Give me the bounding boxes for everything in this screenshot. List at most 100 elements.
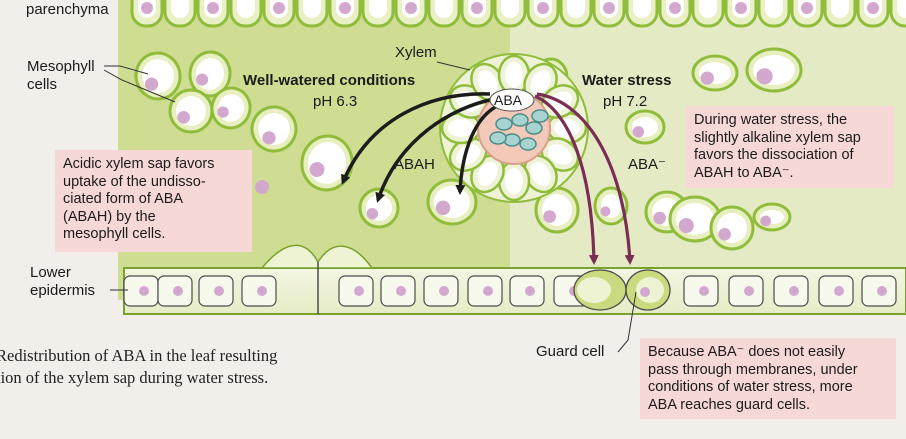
mesophyll-cell xyxy=(210,86,252,130)
parenchyma-label: parenchyma xyxy=(26,1,109,18)
palisade-cell xyxy=(790,0,824,28)
caption-line-1: Redistribution of ABA in the leaf result… xyxy=(0,346,278,365)
leader-lines xyxy=(103,61,637,353)
alkaline-note-line: slightly alkaline xylem sap xyxy=(694,129,861,146)
guard-cell-label: Guard cell xyxy=(536,343,605,360)
mesophyll-cell xyxy=(134,51,182,101)
mesophyll-cell xyxy=(709,205,755,251)
xylem-vessel xyxy=(525,121,543,135)
membranes-note: Because ABA⁻ does not easily pass throug… xyxy=(640,338,896,419)
palisade-cell xyxy=(196,0,230,28)
xylem-vessel xyxy=(503,133,521,147)
epidermis-cell xyxy=(123,275,159,307)
mesophyll-cell xyxy=(188,50,232,98)
abah-arrow-2 xyxy=(375,97,495,203)
mesophyll-cell xyxy=(745,47,803,93)
bundle-sheath-cell xyxy=(448,137,488,172)
mesophyll-cell xyxy=(624,109,666,145)
aba-minus-arrow-2 xyxy=(536,92,635,265)
alkaline-note: During water stress, the slightly alkali… xyxy=(686,106,894,188)
palisade-cell xyxy=(856,0,890,28)
epidermis-cell xyxy=(338,275,374,307)
bundle-sheath-cell xyxy=(497,54,531,96)
palisade-cell xyxy=(295,0,329,28)
mesophyll-cell xyxy=(168,88,214,134)
palisade-cell xyxy=(625,0,659,28)
xylem-vessel xyxy=(489,131,507,145)
mesophyll-cell xyxy=(691,54,739,92)
xylem-vessel xyxy=(519,137,537,151)
palisade-cell xyxy=(328,0,362,28)
loose-organelle xyxy=(255,180,269,194)
mesophyll-cell xyxy=(300,134,354,192)
water-stress-ph: pH 7.2 xyxy=(603,93,648,110)
acidic-note-line: Acidic xylem sap favors xyxy=(63,156,215,172)
palisade-cell xyxy=(130,0,164,28)
aba-minus-arrows xyxy=(534,92,635,265)
abah-label: ABAH xyxy=(394,156,435,173)
membranes-note-line: ABA reaches guard cells. xyxy=(648,396,811,413)
guard-cell-right xyxy=(625,269,671,311)
epidermis-cell xyxy=(818,275,854,307)
palisade-cell xyxy=(427,0,461,28)
caption-line-2: tion of the xylem sap during water stres… xyxy=(0,368,269,387)
bundle-sheath-cell xyxy=(470,62,505,102)
abah-arrow-1 xyxy=(341,92,491,185)
xylem-label: Xylem xyxy=(395,44,437,61)
membranes-note-line: Because ABA⁻ does not easily xyxy=(648,344,846,360)
mesophyll-cell xyxy=(752,202,792,232)
palisade-cell xyxy=(757,0,791,28)
epidermis-cell xyxy=(683,275,719,307)
alkaline-note-line: ABAH to ABA⁻. xyxy=(694,164,794,181)
epidermis-cell xyxy=(198,275,234,307)
aba-minus-arrow-1 xyxy=(534,94,599,265)
epidermis-cell xyxy=(157,275,193,307)
aba-minus-label: ABA⁻ xyxy=(628,156,666,173)
palisade-cell xyxy=(592,0,626,28)
water-stress-title: Water stress xyxy=(582,72,672,89)
palisade-cell xyxy=(229,0,263,28)
epidermis-cell xyxy=(509,275,545,307)
palisade-cell xyxy=(658,0,692,28)
aba-ellipse xyxy=(489,88,535,112)
mesophyll-cells xyxy=(134,47,803,251)
epidermis-cell xyxy=(467,275,503,307)
palisade-cell xyxy=(889,0,906,28)
palisade-cell xyxy=(691,0,725,28)
mesophyll-cell xyxy=(668,195,722,243)
palisade-cell xyxy=(460,0,494,28)
bundle-sheath-cell xyxy=(497,160,531,202)
palisade-cell xyxy=(394,0,428,28)
palisade-cell xyxy=(724,0,758,28)
palisade-cell xyxy=(559,0,593,28)
abah-arrows xyxy=(341,92,498,203)
guard-cell-left xyxy=(573,269,627,311)
palisade-cell xyxy=(361,0,395,28)
mesophyll-cell xyxy=(250,105,298,153)
alkaline-note-line: favors the dissociation of xyxy=(694,147,854,163)
acidic-note-line: mesophyll cells. xyxy=(63,226,166,242)
xylem-vessel xyxy=(531,109,549,123)
epidermis-cell xyxy=(423,275,459,307)
palisade-cell xyxy=(163,0,197,28)
acidic-note: Acidic xylem sap favors uptake of the un… xyxy=(55,150,252,252)
acidic-note-line: uptake of the undisso- xyxy=(63,173,206,190)
epidermis-cell xyxy=(773,275,809,307)
mesophyll-cell xyxy=(358,187,400,229)
palisade-cell xyxy=(493,0,527,28)
membranes-note-line: conditions of water stress, more xyxy=(648,379,853,395)
palisade-cell xyxy=(526,0,560,28)
well-watered-title: Well-watered conditions xyxy=(243,72,416,89)
mesophyll-cell xyxy=(593,186,629,226)
mesophyll-label-1: Mesophyll xyxy=(27,58,95,75)
well-watered-ph: pH 6.3 xyxy=(313,93,358,110)
alkaline-note-line: During water stress, the xyxy=(694,112,848,128)
xylem-vessel xyxy=(495,117,513,131)
mesophyll-label-2: cells xyxy=(27,76,58,93)
palisade-cell xyxy=(823,0,857,28)
xylem-bundle xyxy=(439,53,589,203)
lower-epidermis-label-2: epidermis xyxy=(30,282,96,299)
membranes-note-line: pass through membranes, under xyxy=(648,361,858,378)
acidic-note-line: (ABAH) by the xyxy=(63,208,156,225)
